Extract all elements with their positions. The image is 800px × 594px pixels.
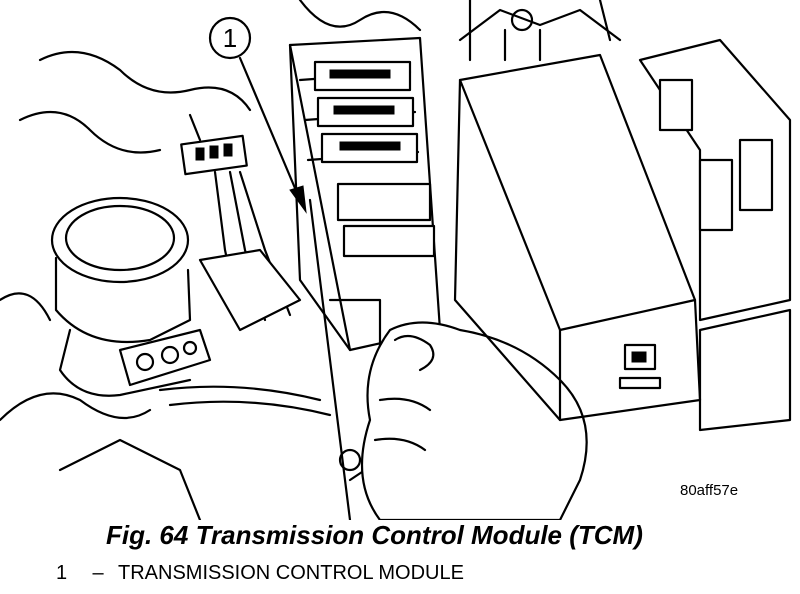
callout-1: 1 — [208, 16, 307, 214]
legend-item: 1 –TRANSMISSION CONTROL MODULE — [56, 562, 464, 585]
power-distribution-center — [453, 8, 702, 422]
image-code: 80aff57e — [680, 482, 739, 499]
legend-dash: – — [92, 562, 104, 584]
wiring-harness — [158, 113, 332, 417]
transmission-control-module — [288, 36, 442, 520]
relay-block — [638, 38, 792, 432]
tcm-illustration: 1 — [0, 0, 792, 520]
throttle-body — [50, 196, 212, 397]
legend-number: 1 — [56, 562, 68, 584]
legend-label: TRANSMISSION CONTROL MODULE — [118, 562, 464, 584]
engine-bay-background — [0, 0, 612, 520]
callout-number: 1 — [223, 23, 237, 53]
hand — [360, 321, 588, 520]
figure-caption: Fig. 64 Transmission Control Module (TCM… — [106, 520, 643, 550]
